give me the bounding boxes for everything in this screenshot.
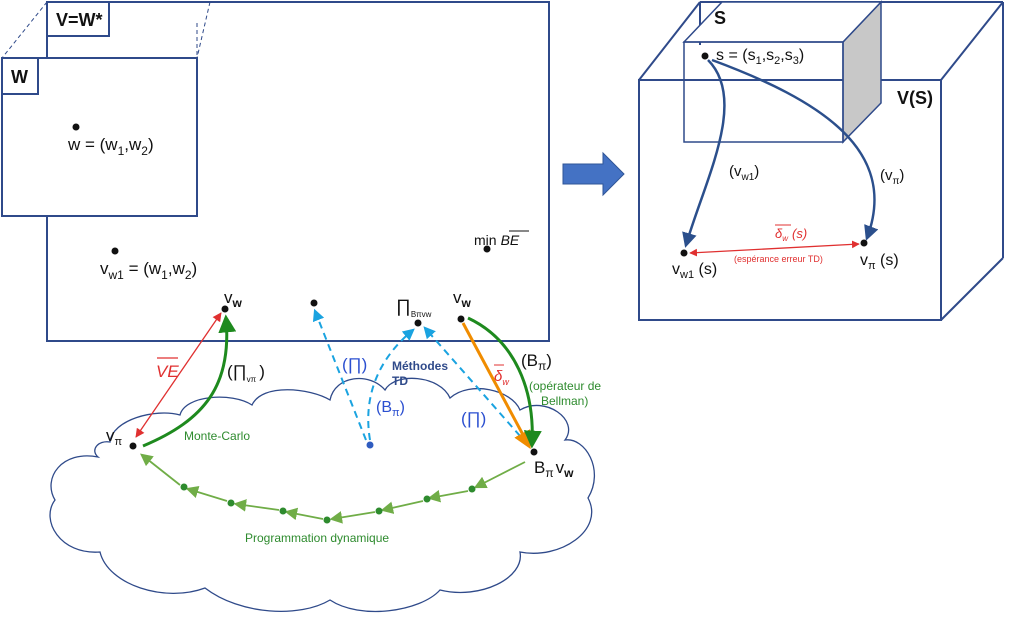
s-point-label: s = (s1,s2,s3) [716, 47, 804, 67]
b-pi-center-arrow [367, 328, 415, 441]
prog-dyn-dot-5 [279, 507, 287, 515]
operateur-label-2: Bellman) [541, 394, 588, 408]
right-panel: S V(S) s = (s1,s2,s3) (vw1) (vπ) δw(s) (… [638, 0, 1004, 321]
prog-dyn-dot-1 [468, 485, 476, 493]
vw-top-label: vw [224, 288, 243, 310]
prog-dyn-dot-2 [423, 495, 431, 503]
prog-dyn-seg-1 [473, 461, 526, 489]
delta-s-arrow [689, 240, 860, 257]
s-label: S [714, 8, 726, 28]
left-arrows: VE (∏vπ) Monte-Carlo (∏) (Bπ) Méthodes T… [135, 308, 601, 450]
delta-w-label: δw [494, 368, 509, 387]
prog-dyn-seg-2 [427, 489, 469, 503]
prog-dyn-seg-6 [233, 499, 280, 512]
outer-label: V=W* [56, 10, 103, 30]
b-pi-vw-dot [530, 448, 538, 456]
pi-right-arrow [423, 326, 529, 446]
v-w1-s-dot [680, 249, 688, 257]
b-pi-center-label: (Bπ) [376, 399, 405, 419]
w-point-label: w = (w1,w2) [67, 135, 154, 158]
prog-dyn-label: Programmation dynamique [245, 531, 389, 545]
cube-edge-tl [638, 1, 701, 81]
vw1-point-label: vw1 = (w1,w2) [100, 259, 197, 282]
prog-dyn-dot-7 [180, 483, 188, 491]
v-pi-s-label: vπ (s) [860, 252, 899, 272]
s-box-front [683, 41, 844, 143]
v-pi-s-dot [860, 239, 868, 247]
vw-right-dot [457, 315, 465, 323]
v-pi-arrow [711, 58, 879, 241]
delta-w-arrow [461, 322, 531, 450]
pi-b-dot [414, 319, 422, 327]
methodes-td-label-2: TD [392, 374, 408, 388]
center-td-dot [366, 441, 374, 449]
outer-label-box [46, 1, 110, 37]
vw1-point-dot [111, 247, 119, 255]
pi-right-label: (∏) [461, 409, 486, 428]
cube-front-face [638, 79, 942, 321]
prog-dyn-dot-4 [323, 516, 331, 524]
pi-left-label: (∏) [342, 355, 367, 374]
v-w1-arrow-label: (vw1) [729, 163, 759, 183]
v-pi-label: vπ [106, 426, 123, 448]
delta-ws-label: δw(s) [775, 226, 807, 243]
monte-carlo-label: Monte-Carlo [184, 429, 250, 443]
monte-carlo-arrow [142, 314, 237, 448]
v-pi-dot [129, 442, 137, 450]
esperance-label: (espérance erreur TD) [734, 254, 823, 264]
transition-arrow-icon [562, 151, 625, 197]
prog-dyn-seg-8 [140, 453, 181, 486]
pi-v-label: (∏vπ) [227, 362, 265, 384]
operateur-label-1: (opérateur de [529, 379, 601, 393]
s-point-dot [701, 52, 709, 60]
inner-label-box [1, 57, 39, 95]
prog-dyn-seg-7 [185, 485, 228, 502]
vs-label: V(S) [897, 88, 933, 108]
v-pi-arrow-label: (vπ) [880, 167, 904, 187]
b-pi-right-label: (Bπ) [521, 351, 552, 373]
v-w1-arrow [682, 59, 726, 248]
prog-dyn-seg-4 [329, 511, 376, 524]
middle-point-dot [310, 299, 318, 307]
ve-arrow [135, 312, 222, 438]
v-w1-s-label: vw1 (s) [672, 261, 717, 281]
b-pi-right-arrow [467, 316, 542, 449]
ve-label: VE [156, 362, 179, 381]
inner-label: W [11, 67, 28, 87]
prog-dyn-dot-3 [375, 507, 383, 515]
methodes-td-label-1: Méthodes [392, 359, 448, 373]
prog-dyn-dot-6 [227, 499, 235, 507]
prog-dyn-seg-5 [284, 507, 324, 521]
cube-edge-tr [940, 1, 1004, 81]
perspective-line-top [1, 1, 48, 59]
min-be-dot [483, 245, 491, 253]
cube-edge-br [940, 257, 1004, 321]
w-point-dot [72, 123, 80, 131]
prog-dyn-seg-3 [380, 500, 424, 514]
vw-top-dot [221, 305, 229, 313]
vw-right-label: vw [453, 288, 472, 310]
perspective-line-diag [196, 1, 211, 59]
pi-b-label: ∏Bπvw [396, 296, 432, 319]
